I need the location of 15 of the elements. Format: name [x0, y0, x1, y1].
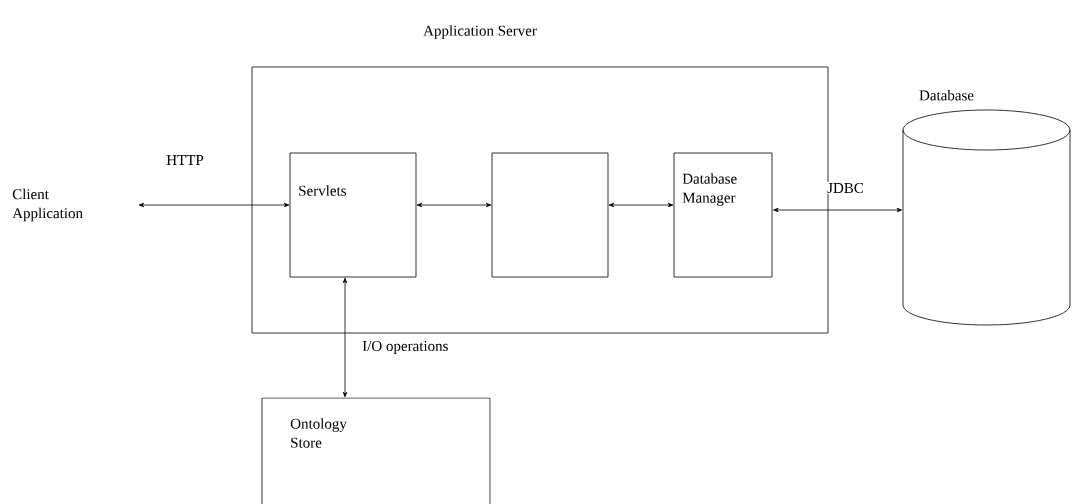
double-arrow [342, 277, 348, 398]
component-box: Servlets [289, 152, 417, 278]
edge-label: HTTP [166, 155, 204, 165]
component-box [491, 152, 609, 278]
component-box: Database Manager [673, 152, 773, 278]
double-arrow [773, 207, 903, 213]
double-arrow [416, 202, 492, 208]
edge-label: JDBC [827, 182, 863, 194]
client-label: Client Application [12, 188, 83, 222]
edge-label: I/O operations [362, 340, 448, 355]
double-arrow [138, 202, 290, 208]
component-box: Ontology Store [261, 397, 491, 504]
box-heading: Application Server [423, 25, 537, 39]
double-arrow [608, 202, 674, 208]
cylinder-label: Database [919, 89, 974, 101]
